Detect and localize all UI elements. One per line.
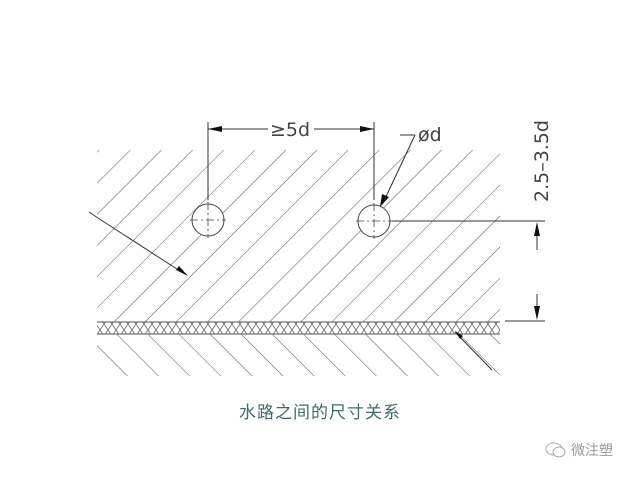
spacing-label: ≥5d <box>270 119 310 141</box>
surface-layer-band <box>97 321 500 335</box>
diameter-label: ød <box>418 124 442 146</box>
spacing-dimension <box>207 122 375 200</box>
diameter-leader <box>380 134 416 207</box>
leader-arrow-left <box>88 211 188 276</box>
leader-arrow-right <box>454 331 493 371</box>
depth-label: 2.5–3.5d <box>531 120 553 202</box>
cooling-channel-1 <box>190 202 226 238</box>
diagram-caption: 水路之间的尺寸关系 <box>239 403 401 423</box>
watermark-text: 微注塑 <box>571 443 613 459</box>
depth-dimension <box>392 220 545 322</box>
wechat-chat-bubble-icon <box>545 442 566 458</box>
watermark: 微注塑 <box>545 440 613 460</box>
mold-body-hatch <box>97 150 500 322</box>
part-hatch <box>97 334 500 376</box>
cooling-channel-2 <box>356 203 392 239</box>
